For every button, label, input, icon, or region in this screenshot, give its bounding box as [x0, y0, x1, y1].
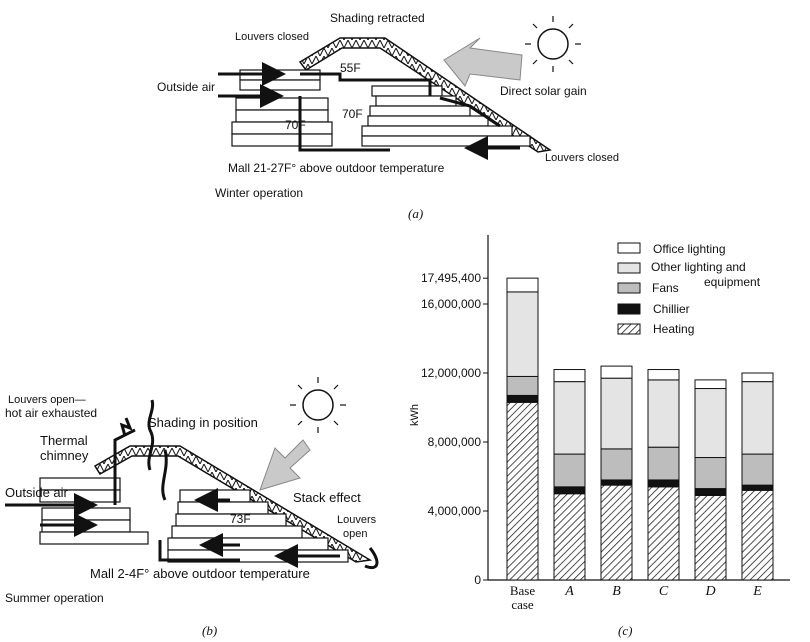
bar-segment-chillier	[553, 486, 586, 495]
bar-segment-chillier	[741, 484, 774, 491]
bar-segment-chillier	[506, 394, 539, 403]
bar-segment-other-lighting-and-equipment	[741, 381, 774, 455]
y-tick-label: 4,000,000	[428, 504, 482, 518]
x-tick-label: E	[752, 584, 762, 599]
panel-b-sun-arrow-icon	[259, 439, 311, 491]
bar-segment-office-lighting	[600, 365, 633, 379]
bar-segment-heating	[694, 494, 727, 581]
panel-a-shading-label: Shading retracted	[330, 11, 425, 25]
bar-segment-office-lighting	[694, 379, 727, 390]
panel-a-temp-70-right: 70F	[342, 107, 363, 121]
y-tick-label: 17,495,400	[421, 271, 481, 285]
bar-segment-office-lighting	[506, 277, 539, 293]
bar-segment-chillier	[600, 479, 633, 486]
legend-label-chillier: Chillier	[653, 302, 690, 316]
panel-b-louvers-open-label-2: hot air exhausted	[5, 406, 97, 420]
bar-segment-heating	[553, 493, 586, 581]
y-tick-label: 12,000,000	[421, 366, 481, 380]
panel-b-thermal-label-2: chimney	[40, 448, 89, 463]
bar-segment-other-lighting-and-equipment	[506, 291, 539, 377]
bar-segment-office-lighting	[741, 372, 774, 383]
x-tick-label: C	[659, 584, 669, 599]
chart-bars	[506, 277, 774, 581]
panel-a-louvers-bottom-label: Louvers closed	[545, 152, 619, 164]
panel-a-airflow	[218, 62, 520, 160]
bar-segment-heating	[741, 489, 774, 581]
x-tick-label: Base	[510, 583, 536, 598]
legend-swatch-office-lighting	[617, 242, 641, 254]
legend-label-heating: Heating	[653, 322, 694, 336]
panel-a-left-building	[231, 69, 333, 147]
bar-segment-fans	[553, 453, 586, 488]
bar-segment-other-lighting-and-equipment	[600, 377, 633, 450]
x-tick-label: B	[612, 584, 621, 599]
bar-segment-other-lighting-and-equipment	[553, 381, 586, 455]
bar-segment-fans	[741, 453, 774, 486]
bar-segment-fans	[647, 446, 680, 481]
bar-segment-heating	[647, 486, 680, 581]
panel-a-caption: (a)	[408, 206, 423, 221]
y-tick-label: 8,000,000	[428, 435, 482, 449]
panel-a-right-building	[361, 85, 531, 147]
x-tick-label: D	[704, 584, 715, 599]
bar-segment-office-lighting	[647, 369, 680, 381]
x-tick-label: case	[511, 597, 534, 612]
chart-y-ticks: 0 4,000,000 8,000,000 12,000,000 16,000,000 1…	[421, 271, 488, 587]
bar-segment-fans	[506, 375, 539, 396]
legend-label-office-lighting: Office lighting	[653, 242, 726, 256]
y-tick-label: 0	[474, 573, 481, 587]
panel-b-louvers-label-1: Louvers	[337, 514, 377, 526]
panel-b-caption: (b)	[202, 623, 217, 638]
bar-segment-fans	[600, 448, 633, 481]
panel-a-diagram: Shading retracted Louvers closed Outside…	[157, 11, 619, 221]
panel-b-stack-label: Stack effect	[293, 490, 361, 505]
panel-a-temp-55: 55F	[340, 61, 361, 75]
bar-segment-fans	[694, 457, 727, 490]
panel-b-shading-label: Shading in position	[148, 415, 258, 430]
panel-a-solar-arrow-icon	[443, 37, 523, 87]
legend-swatch-chillier	[617, 303, 641, 315]
panel-b-temp-73: 73F	[230, 512, 251, 526]
bar-segment-heating	[506, 401, 539, 581]
panel-b-mall-note: Mall 2-4F° above outdoor temperature	[90, 566, 310, 581]
bar-segment-chillier	[647, 479, 680, 488]
panel-a-outside-air-label: Outside air	[157, 80, 215, 94]
y-tick-label: 16,000,000	[421, 297, 481, 311]
chart-legend: Office lighting Other lighting and equip…	[617, 242, 761, 336]
panel-a-louvers-top-label: Louvers closed	[235, 31, 309, 43]
panel-a-sun-icon	[525, 16, 581, 72]
bar-segment-other-lighting-and-equipment	[647, 379, 680, 448]
panel-c-caption: (c)	[618, 623, 632, 638]
panel-a-temp-70-left: 70F	[285, 118, 306, 132]
panel-b-sun-icon	[290, 377, 346, 433]
panel-a-solar-label: Direct solar gain	[500, 84, 587, 98]
chart-y-axis-label: kWh	[409, 404, 421, 426]
panel-a-operation-label: Winter operation	[215, 186, 303, 200]
bar-segment-heating	[600, 484, 633, 581]
legend-label-equipment: equipment	[704, 275, 761, 289]
bar-segment-chillier	[694, 488, 727, 496]
panel-b-thermal-label-1: Thermal	[40, 433, 88, 448]
panel-b-louvers-label-2: open	[343, 528, 367, 540]
legend-label-fans: Fans	[652, 281, 679, 295]
panel-c-chart: 0 4,000,000 8,000,000 12,000,000 16,000,000 1…	[409, 235, 790, 638]
legend-label-other-lighting: Other lighting and	[651, 260, 746, 274]
legend-swatch-fans	[617, 282, 641, 294]
panel-b-airflow	[5, 399, 379, 569]
panel-b-outside-air-label: Outside air	[5, 485, 69, 500]
panel-b-louvers-open-label-1: Louvers open—	[8, 394, 86, 406]
x-tick-label: A	[564, 584, 574, 599]
legend-swatch-other-lighting	[617, 262, 641, 274]
panel-b-diagram: Louvers open— hot air exhausted Shading …	[5, 377, 379, 638]
bar-segment-other-lighting-and-equipment	[694, 388, 727, 459]
bar-segment-office-lighting	[553, 369, 586, 383]
panel-b-operation-label: Summer operation	[5, 591, 104, 605]
legend-swatch-heating	[617, 323, 641, 335]
panel-a-mall-note: Mall 21-27F° above outdoor temperature	[228, 161, 445, 175]
